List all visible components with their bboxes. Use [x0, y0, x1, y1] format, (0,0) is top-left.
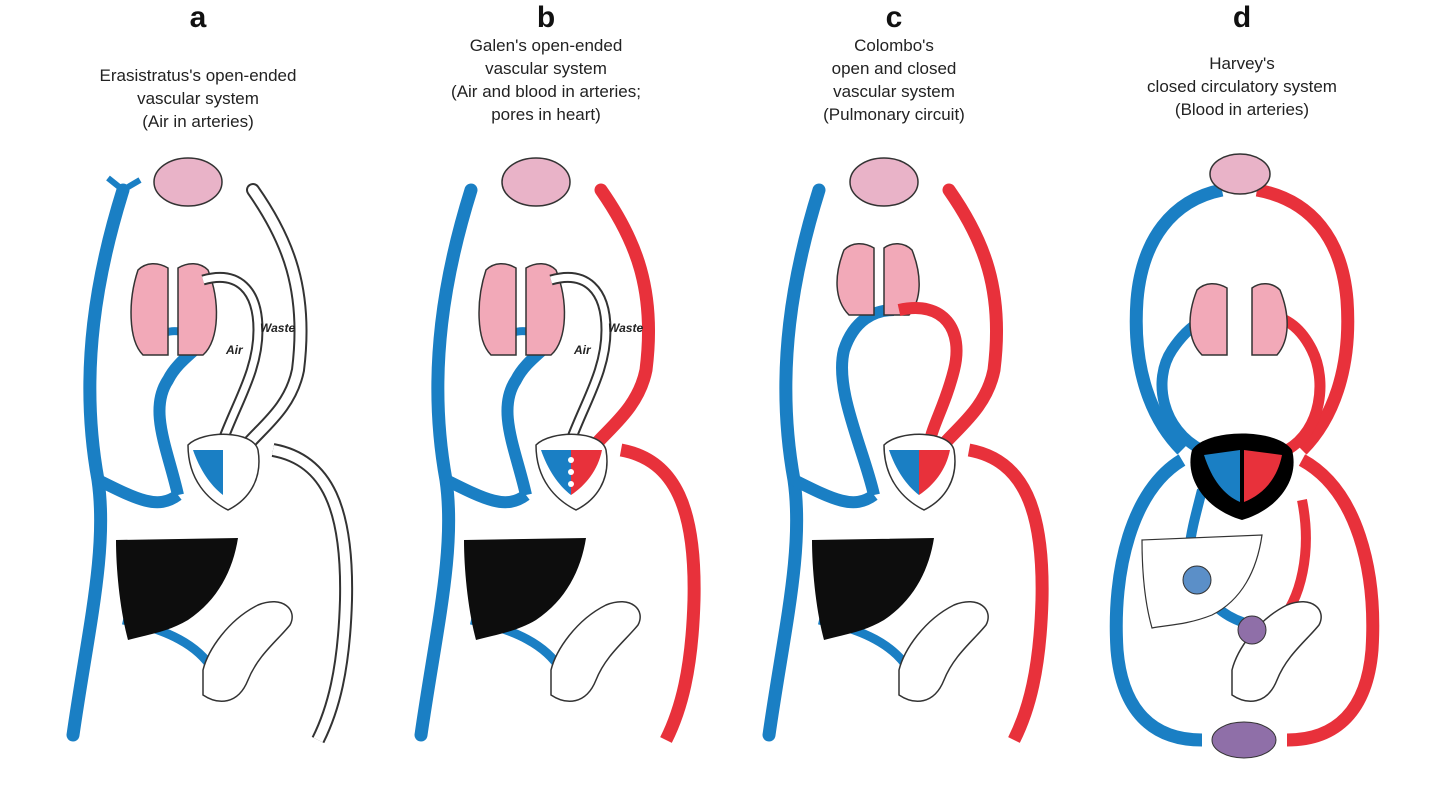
caption-line: (Blood in arteries): [1174, 100, 1310, 119]
waste-label: Waste: [260, 321, 295, 335]
panel-letter: b: [536, 1, 556, 34]
caption-line: Harvey's: [1209, 54, 1275, 73]
panel-caption: Harvey's closed circulatory system (Bloo…: [1072, 52, 1412, 121]
systemic-artery-lower: [1286, 454, 1380, 747]
pulmonary-air-inner: [550, 273, 610, 442]
lung-left: [478, 263, 517, 356]
waste-label: Waste: [608, 321, 643, 335]
heart: [187, 433, 260, 511]
vena-cava-left: [762, 183, 826, 742]
septal-pore: [568, 469, 574, 475]
caption-line: pores in heart): [491, 105, 601, 124]
systemic-vein-lower: [1109, 454, 1203, 747]
vascular-diagram-d: [1109, 153, 1380, 759]
lung-left: [836, 243, 875, 316]
panel-caption: Galen's open-ended vascular system (Air …: [376, 34, 716, 126]
caption-line: open and closed: [831, 59, 957, 78]
vascular-diagram-a: Air Waste: [66, 157, 354, 744]
panel-letter: a: [189, 1, 207, 34]
vascular-diagram-b: Air Waste: [414, 157, 701, 743]
vein-to-liver: [791, 474, 878, 509]
panel-d: d Harvey's closed circulatory system (Bl…: [1072, 0, 1412, 796]
capillary-bed-lower: [1211, 721, 1277, 759]
panel-b: b Galen's open-ended vascular system (Ai…: [376, 0, 716, 796]
vena-cava-left: [66, 183, 130, 742]
vascular-diagram-c: [762, 157, 1049, 743]
liver: [812, 538, 934, 640]
caption-line: vascular system: [485, 59, 607, 78]
panel-a: a Erasistratus's open-ended vascular sys…: [28, 0, 368, 796]
heart-right-ventricle: [1204, 450, 1240, 502]
artery-upper: [584, 183, 655, 457]
lung-left: [130, 263, 169, 356]
heart-left-ventricle: [571, 450, 602, 495]
lung-right: [1251, 283, 1288, 356]
air-artery-inner: [238, 185, 306, 455]
panel-caption: Erasistratus's open-ended vascular syste…: [28, 64, 368, 133]
caption-line: vascular system: [833, 82, 955, 101]
stomach: [898, 601, 989, 702]
septal-pore: [568, 457, 574, 463]
panel-c: c Colombo's open and closed vascular sys…: [724, 0, 1064, 796]
brain: [1209, 153, 1271, 195]
caption-line: Galen's open-ended: [469, 36, 623, 55]
air-artery-down-inner: [271, 445, 352, 743]
caption-line: Erasistratus's open-ended: [99, 66, 297, 85]
liver: [116, 538, 238, 640]
artery-upper: [932, 183, 1003, 457]
panel-letter: c: [885, 1, 903, 34]
stomach: [550, 601, 641, 702]
heart-right-ventricle: [193, 450, 223, 495]
pulmonary-air-inner: [202, 273, 262, 442]
vein-branch: [106, 175, 142, 193]
air-label: Air: [573, 343, 592, 357]
heart-left-ventricle: [919, 450, 950, 495]
liver: [464, 538, 586, 640]
caption-line: Colombo's: [854, 36, 934, 55]
artery-down: [619, 443, 701, 743]
stomach: [1231, 601, 1322, 702]
caption-line: closed circulatory system: [1147, 77, 1337, 96]
caption-line: (Pulmonary circuit): [823, 105, 965, 124]
heart-left-ventricle: [1244, 450, 1282, 502]
brain: [153, 157, 223, 207]
stomach: [202, 601, 293, 702]
panel-letter: d: [1232, 1, 1252, 34]
air-label: Air: [225, 343, 244, 357]
caption-line: vascular system: [137, 89, 259, 108]
brain: [849, 157, 919, 207]
brain: [501, 157, 571, 207]
heart-right-ventricle: [541, 450, 571, 495]
capillary-bed: [1182, 565, 1212, 595]
heart-wall: [1190, 433, 1294, 520]
vein-to-liver: [443, 474, 530, 509]
caption-line: (Air and blood in arteries;: [451, 82, 641, 101]
vein-to-liver: [95, 474, 182, 509]
vena-cava-left: [414, 183, 478, 742]
caption-line: (Air in arteries): [142, 112, 254, 131]
vein-heart-right: [836, 304, 895, 497]
lung-left: [1189, 283, 1228, 356]
systemic-vein-upper: [1129, 183, 1224, 455]
capillary-bed: [1237, 615, 1267, 645]
panel-caption: Colombo's open and closed vascular syste…: [724, 34, 1064, 126]
pulmonary-artery: [897, 302, 963, 451]
heart-right-ventricle: [889, 450, 919, 495]
septal-pore: [568, 481, 574, 487]
systemic-artery-upper: [1255, 183, 1355, 455]
artery-down: [967, 443, 1049, 743]
